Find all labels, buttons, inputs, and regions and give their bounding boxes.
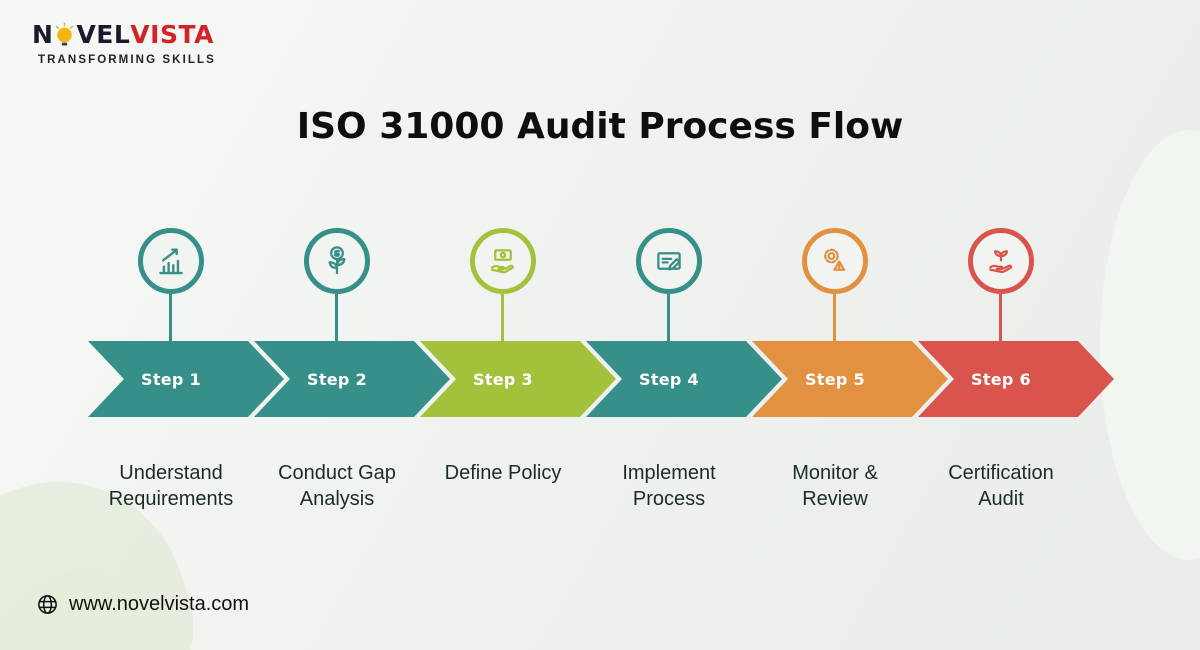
step-icon-circle: [802, 228, 868, 294]
connector-line: [999, 294, 1002, 341]
step-icon-circle: [636, 228, 702, 294]
brand-name-part: VEL: [76, 20, 131, 49]
brand-name-part: N: [32, 20, 54, 49]
brand-tagline-text: TRANSFORMING SKILLS: [38, 54, 216, 66]
gear-alert-icon: [818, 244, 852, 278]
step-label: Step 2: [307, 369, 367, 389]
step-description: Conduct Gap Analysis: [278, 462, 396, 511]
step-description: Certification Audit: [948, 462, 1054, 511]
brand-tagline: TRANSFORMING SKILLS: [32, 54, 218, 66]
contract-signing-icon: [652, 244, 686, 278]
globe-icon: [36, 593, 59, 616]
connector-line: [667, 294, 670, 341]
step-label: Step 6: [971, 369, 1031, 389]
step-description: Implement Process: [622, 462, 716, 511]
step-column-6: Step 6 Certification Audit: [918, 228, 1084, 568]
connector-line: [169, 294, 172, 341]
step-arrow: Step 4: [586, 341, 782, 417]
step-column-5: Step 5 Monitor & Review: [752, 228, 918, 568]
step-label: Step 1: [141, 369, 201, 389]
connector-line: [501, 294, 504, 341]
growth-chart-icon: [154, 244, 188, 278]
cash-in-hand-icon: [486, 244, 520, 278]
step-description: Monitor & Review: [792, 462, 878, 511]
connector-line: [833, 294, 836, 341]
footer: www.novelvista.com: [36, 593, 249, 616]
step-icon-circle: [968, 228, 1034, 294]
step-column-2: Step 2 Conduct Gap Analysis: [254, 228, 420, 568]
step-column-1: Step 1 Understand Requirements: [88, 228, 254, 568]
step-arrow: Step 6: [918, 341, 1114, 417]
lightbulb-icon: [52, 22, 77, 47]
step-description: Understand Requirements: [108, 462, 234, 511]
step-icon-circle: [470, 228, 536, 294]
money-plant-icon: [320, 244, 354, 278]
website-url[interactable]: www.novelvista.com: [69, 593, 250, 615]
hand-plant-icon: [984, 244, 1018, 278]
step-description: Define Policy: [444, 462, 562, 484]
step-icon-circle: [304, 228, 370, 294]
process-flow: Step 1 Understand Requirements: [88, 228, 1084, 568]
step-icon-circle: [138, 228, 204, 294]
brand-logo: N VEL VISTA TRANSFORMING SKILLS: [32, 20, 218, 66]
brand-name-accent: VISTA: [130, 20, 214, 49]
step-column-4: Step 4 Implement Process: [586, 228, 752, 568]
brand-name: N VEL VISTA: [32, 20, 218, 49]
step-label: Step 5: [805, 369, 865, 389]
connector-line: [335, 294, 338, 341]
step-label: Step 3: [473, 369, 533, 389]
step-label: Step 4: [639, 369, 699, 389]
decorative-blob: [1100, 130, 1200, 560]
page-title: ISO 31000 Audit Process Flow: [296, 106, 904, 147]
step-column-3: Step 3 Define Policy: [420, 228, 586, 568]
